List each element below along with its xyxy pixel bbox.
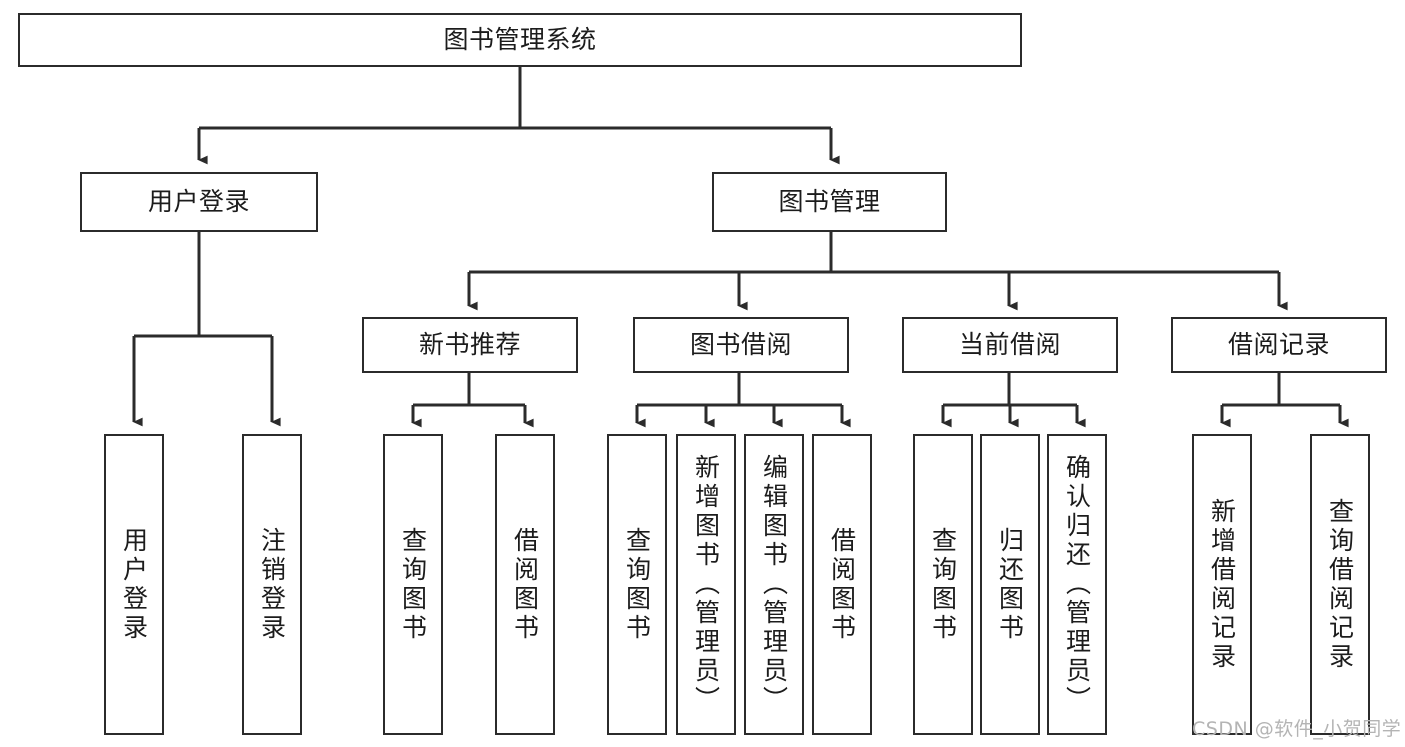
node-label: 查询图书 [928,526,958,643]
node-label: 借阅图书 [510,526,540,643]
node-book-management[interactable]: 图书管理 [712,172,947,232]
leaf-user-login-login[interactable]: 用户登录 [104,434,164,735]
leaf-current-query-books[interactable]: 查询图书 [913,434,973,735]
node-label: 查询图书 [398,526,428,643]
node-root-book-management-system[interactable]: 图书管理系统 [18,13,1022,67]
leaf-borrow-borrow-books[interactable]: 借阅图书 [812,434,872,735]
leaf-borrow-edit-book-admin[interactable]: 编辑图书（管理员） [744,434,804,735]
leaf-new-book-query-books[interactable]: 查询图书 [383,434,443,735]
node-borrowing-records[interactable]: 借阅记录 [1171,317,1387,373]
node-label: 新增图书（管理员） [691,454,721,715]
leaf-current-confirm-return-admin[interactable]: 确认归还（管理员） [1047,434,1107,735]
node-label: 确认归还（管理员） [1062,454,1092,715]
node-current-borrowing[interactable]: 当前借阅 [902,317,1118,373]
leaf-borrow-query-books[interactable]: 查询图书 [607,434,667,735]
leaf-records-query-record[interactable]: 查询借阅记录 [1310,434,1370,735]
node-label: 归还图书 [995,526,1025,643]
node-label: 用户登录 [147,187,250,216]
node-label: 编辑图书（管理员） [759,454,789,715]
leaf-user-login-logout[interactable]: 注销登录 [242,434,302,735]
node-label: 注销登录 [257,526,287,643]
leaf-records-add-record[interactable]: 新增借阅记录 [1192,434,1252,735]
leaf-new-book-borrow-books[interactable]: 借阅图书 [495,434,555,735]
csdn-watermark: CSDN @软件_小贺同学 [1192,718,1402,740]
node-label: 图书借阅 [689,330,792,359]
node-label: 借阅记录 [1227,330,1330,359]
node-label: 图书管理系统 [443,25,597,54]
node-label: 用户登录 [119,526,149,643]
leaf-borrow-add-book-admin[interactable]: 新增图书（管理员） [676,434,736,735]
node-label: 新书推荐 [418,330,521,359]
node-label: 图书管理 [778,187,881,216]
node-label: 当前借阅 [958,330,1061,359]
node-book-borrowing[interactable]: 图书借阅 [633,317,849,373]
node-label: 查询图书 [622,526,652,643]
node-new-book-recommendation[interactable]: 新书推荐 [362,317,578,373]
leaf-current-return-books[interactable]: 归还图书 [980,434,1040,735]
node-label: 借阅图书 [827,526,857,643]
node-label: 新增借阅记录 [1207,497,1237,672]
node-user-login[interactable]: 用户登录 [80,172,318,232]
node-label: 查询借阅记录 [1325,497,1355,672]
